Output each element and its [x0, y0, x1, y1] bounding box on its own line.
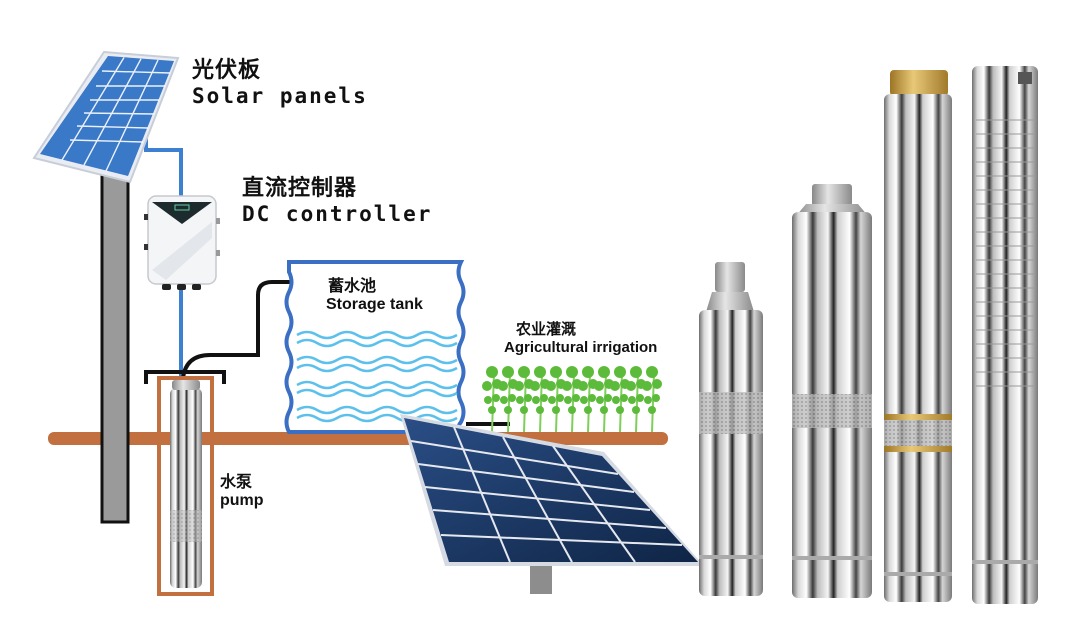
- crop-plant: [610, 366, 630, 433]
- cable-panel-to-controller: [144, 120, 183, 200]
- ground-solar-array: [400, 414, 704, 594]
- label-storage-tank-en: Storage tank: [326, 296, 423, 313]
- borehole: [144, 370, 226, 596]
- borehole-pump: [170, 380, 202, 588]
- product-pump-3: [884, 70, 952, 602]
- solar-panel-top: [32, 50, 180, 184]
- label-irrigation-zh: 农业灌溉: [516, 320, 577, 338]
- pipe-tank-to-irrigation: [466, 422, 510, 426]
- crop-plant: [626, 366, 646, 433]
- label-solar-panels-en: Solar panels: [192, 84, 368, 108]
- crop-plant: [498, 366, 518, 433]
- product-pump-4: [972, 66, 1038, 604]
- label-dc-controller-en: DC controller: [242, 202, 433, 226]
- label-pump-en: pump: [220, 492, 264, 509]
- solar-pole: [100, 168, 130, 524]
- crop-plant: [594, 366, 614, 433]
- pipe-pump-to-tank: [181, 280, 312, 379]
- label-dc-controller: 直流控制器 DC controller: [242, 170, 432, 226]
- crop-plant: [642, 366, 662, 433]
- label-pump-zh: 水泵: [220, 472, 253, 491]
- label-solar-panels: 光伏板 Solar panels: [192, 52, 368, 108]
- label-pump: 水泵 pump: [220, 468, 264, 510]
- label-solar-panels-zh: 光伏板: [192, 58, 262, 83]
- label-storage-tank-zh: 蓄水池: [328, 276, 377, 295]
- crop-plant: [562, 366, 582, 433]
- product-pump-2: [792, 184, 872, 598]
- dc-controller: [144, 195, 220, 290]
- label-irrigation-en: Agricultural irrigation: [504, 339, 658, 356]
- label-dc-controller-zh: 直流控制器: [242, 176, 358, 201]
- crop-plant: [578, 366, 598, 433]
- irrigation-crops: [482, 366, 662, 433]
- label-irrigation: 农业灌溉 Agricultural irrigation: [504, 318, 657, 356]
- crop-plant: [546, 366, 566, 433]
- crop-plant: [514, 366, 534, 433]
- crop-plant: [530, 366, 550, 433]
- label-storage-tank: 蓄水池 Storage tank: [326, 272, 423, 314]
- product-pump-1: [699, 262, 763, 596]
